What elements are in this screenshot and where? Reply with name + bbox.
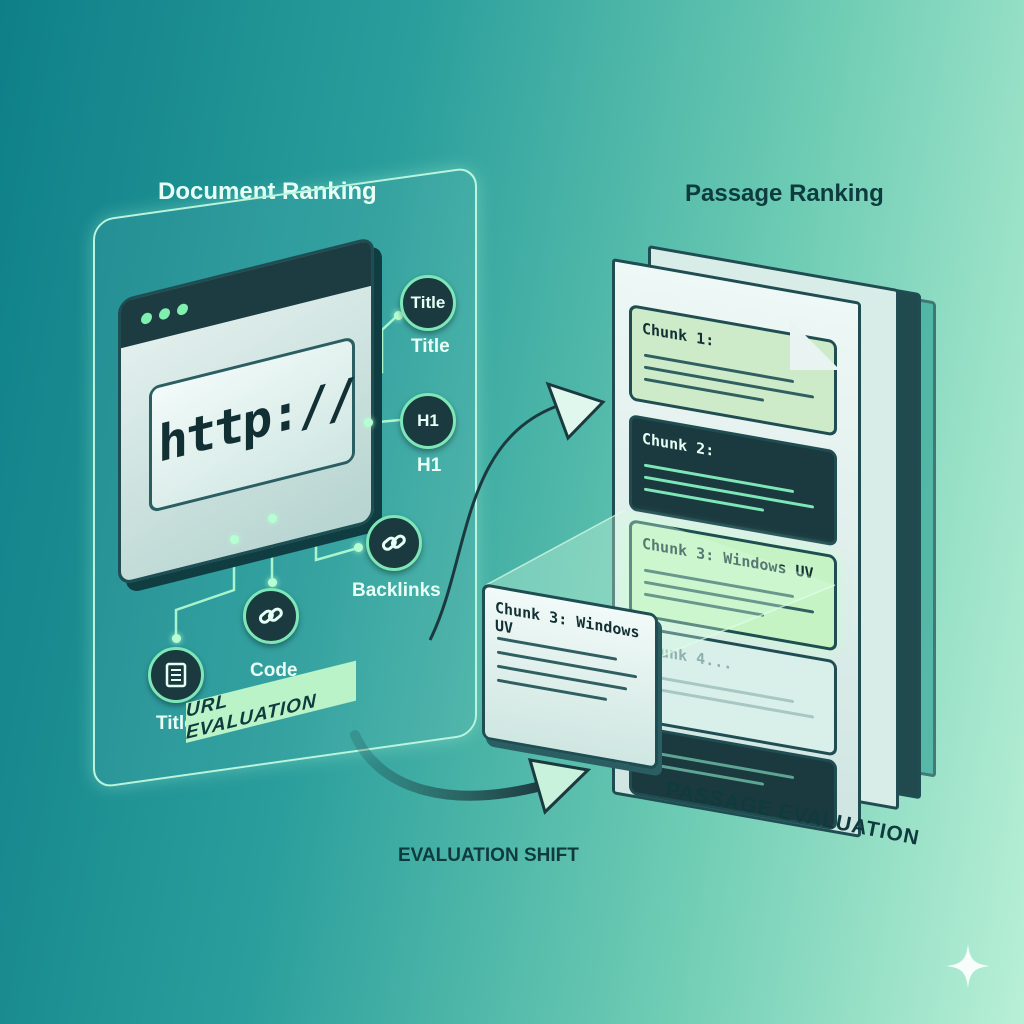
text-line bbox=[644, 377, 764, 402]
document-ranking-heading: Document Ranking bbox=[158, 178, 377, 205]
text-line bbox=[497, 664, 627, 691]
text-line bbox=[644, 487, 764, 512]
document-icon bbox=[165, 662, 187, 688]
connector-dot bbox=[268, 514, 277, 523]
title-bottom-label: Title bbox=[156, 713, 195, 734]
page-fold-corner bbox=[790, 320, 840, 370]
code-label: Code bbox=[250, 660, 298, 681]
text-line bbox=[644, 592, 764, 617]
sparkle-icon bbox=[946, 944, 990, 988]
extracted-chunk-card: Chunk 3: Windows UV bbox=[482, 583, 658, 771]
link-chain-icon bbox=[258, 607, 283, 624]
passage-ranking-heading: Passage Ranking bbox=[685, 180, 884, 207]
connector-dot bbox=[364, 418, 373, 427]
chunk-title: Chunk 2: bbox=[642, 429, 715, 461]
title-document-node bbox=[148, 647, 204, 703]
connector-dot bbox=[172, 634, 181, 643]
text-line bbox=[644, 761, 764, 786]
evaluation-shift-label: EVALUATION SHIFT bbox=[398, 845, 579, 866]
backlinks-node bbox=[366, 515, 422, 571]
connector-dot bbox=[354, 543, 363, 552]
h1-node: H1 bbox=[400, 393, 456, 449]
chunk-title: Chunk 1: bbox=[642, 319, 715, 351]
connector-dot bbox=[230, 535, 239, 544]
connector-dot bbox=[268, 578, 277, 587]
arrow-icon bbox=[350, 730, 592, 815]
title-node-label: Title bbox=[411, 336, 450, 357]
backlinks-label: Backlinks bbox=[352, 580, 441, 601]
connector-dot bbox=[394, 311, 403, 320]
h1-node-label: H1 bbox=[417, 455, 442, 476]
arrow-icon bbox=[428, 381, 606, 641]
title-node: Title bbox=[400, 275, 456, 331]
link-chain-icon bbox=[381, 534, 406, 551]
code-node bbox=[243, 588, 299, 644]
